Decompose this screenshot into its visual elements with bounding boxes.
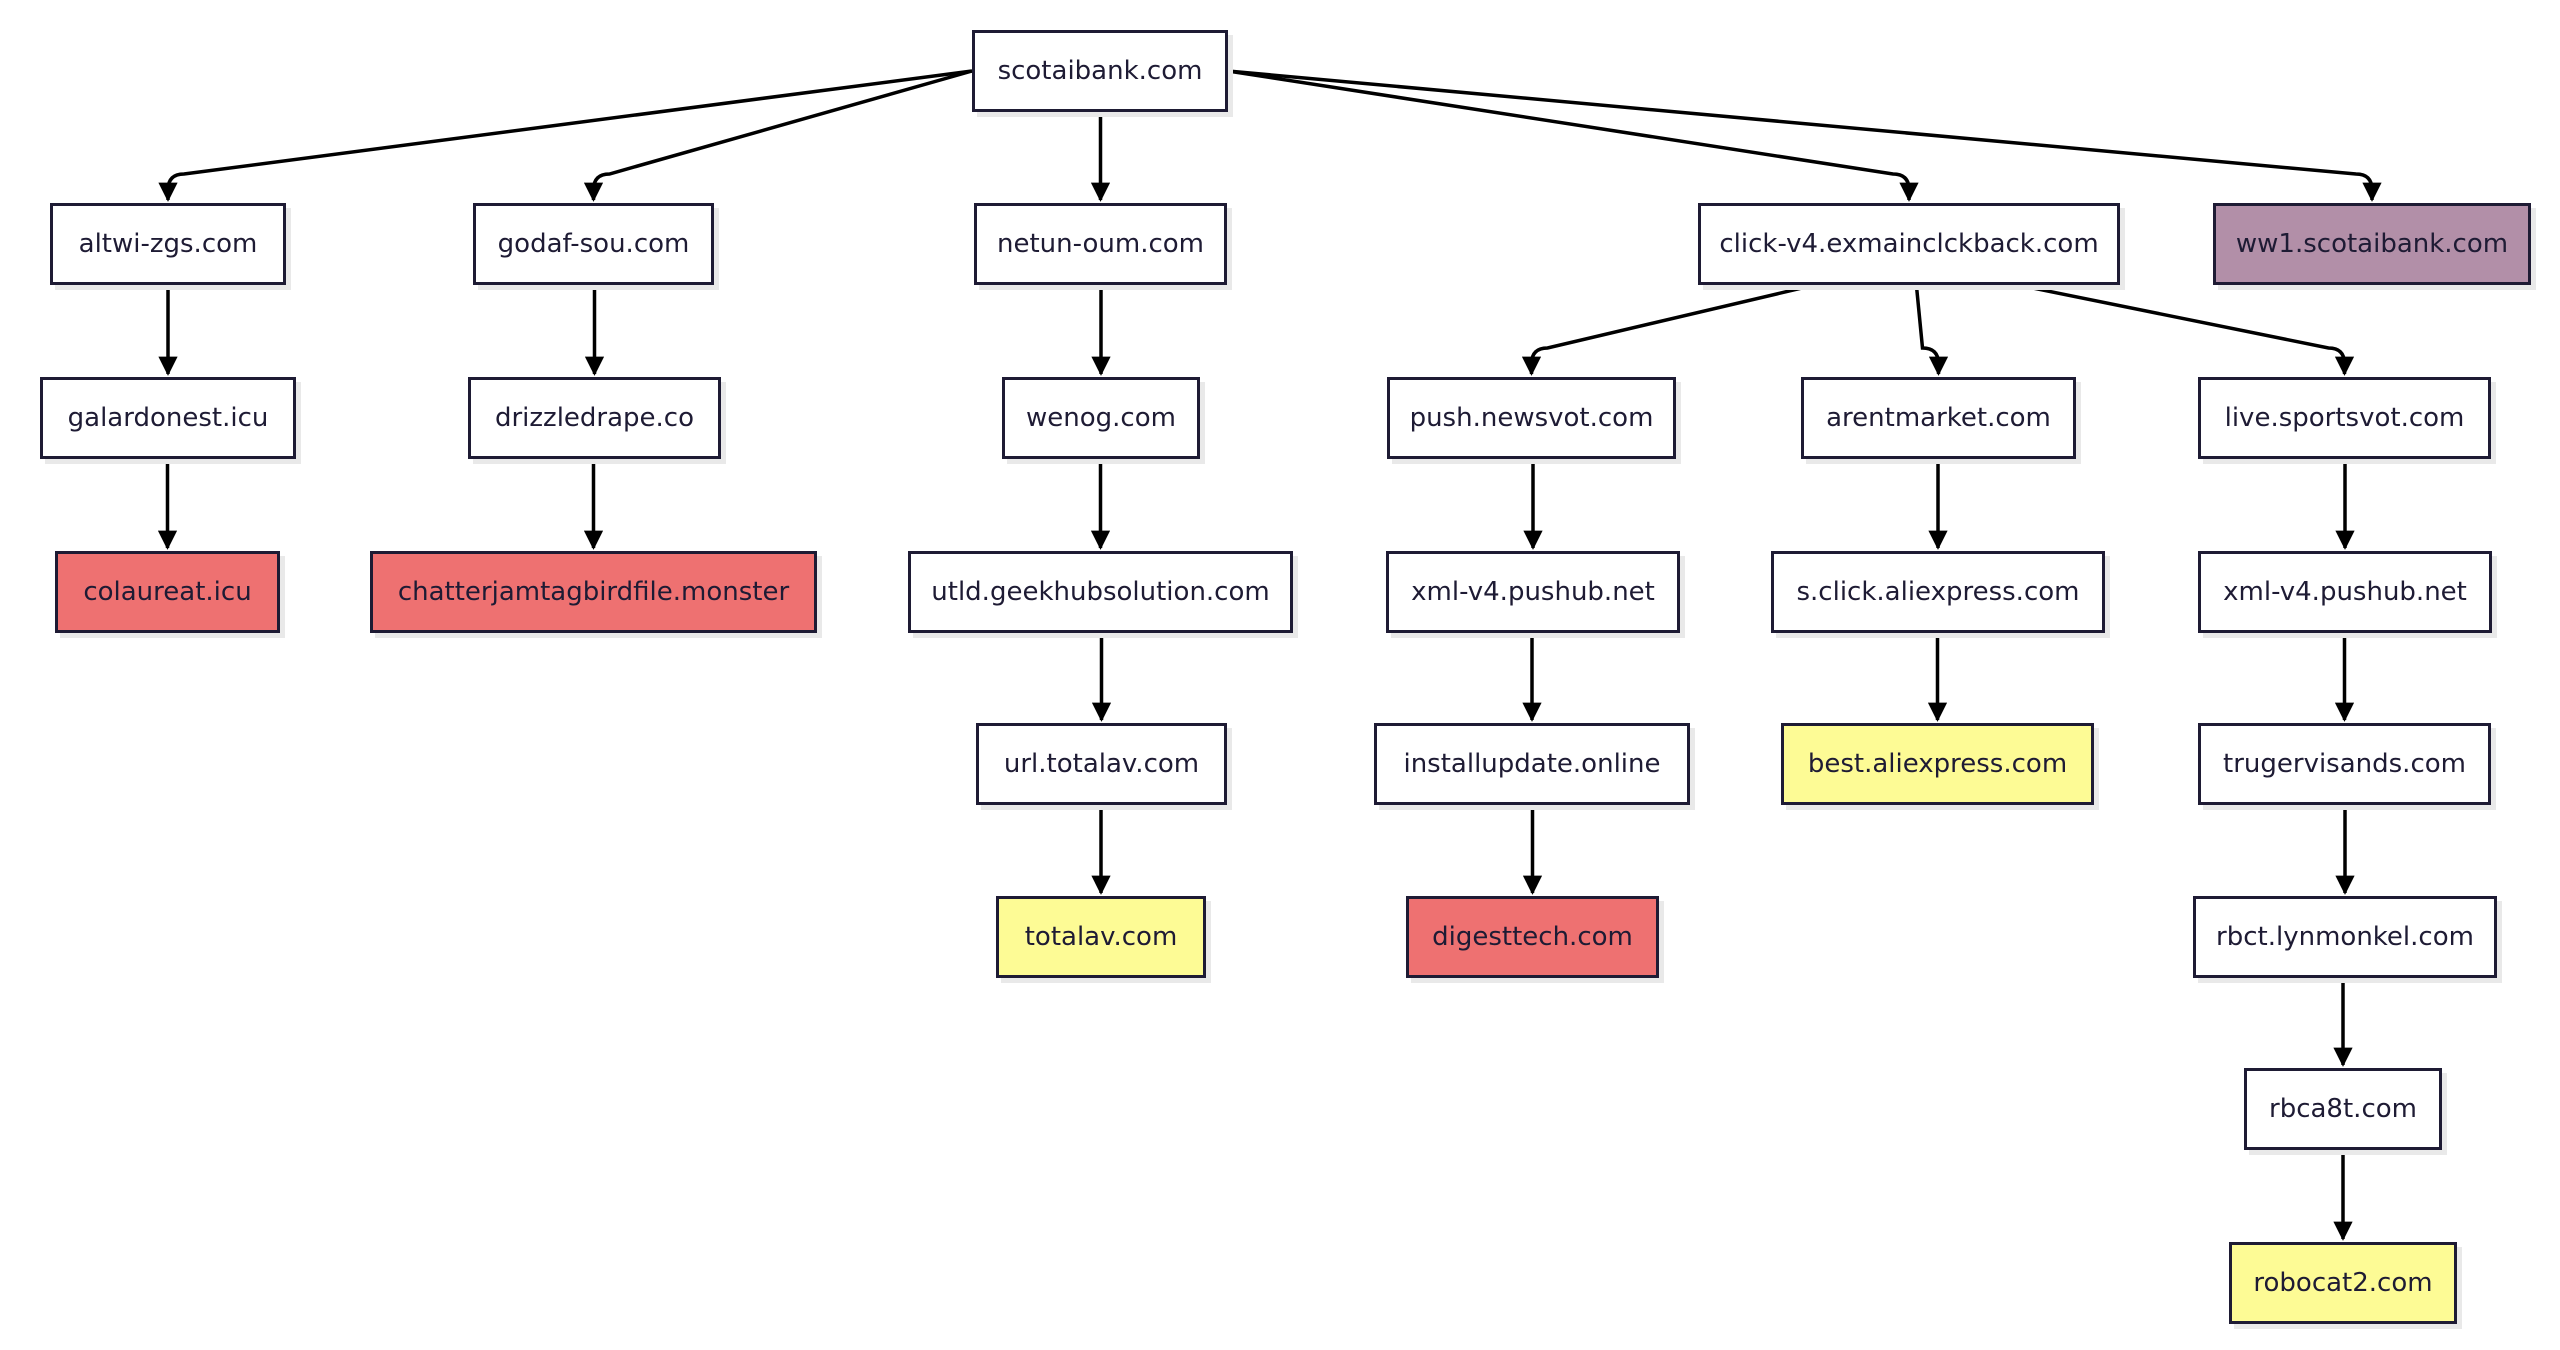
node-xml-pushub-1: xml-v4.pushub.net xyxy=(1386,551,1680,633)
node-best-aliexpress: best.aliexpress.com xyxy=(1781,723,2094,805)
node-installupdate: installupdate.online xyxy=(1374,723,1690,805)
node-colaureat: colaureat.icu xyxy=(55,551,280,633)
edge-click-to-arentmarket xyxy=(1914,284,1949,376)
node-rbca8t: rbca8t.com xyxy=(2244,1068,2442,1150)
node-totalav: totalav.com xyxy=(996,896,1206,978)
node-trugervisands: trugervisands.com xyxy=(2198,723,2491,805)
edge-click-to-pushnewsvot xyxy=(1521,283,1816,376)
node-click-exmainclckback: click-v4.exmainclckback.com xyxy=(1698,203,2120,285)
node-digesttech: digesttech.com xyxy=(1406,896,1659,978)
node-utld-geekhubsolution: utld.geekhubsolution.com xyxy=(908,551,1293,633)
node-altwi-zgs: altwi-zgs.com xyxy=(50,203,286,285)
edge-root-to-godaf xyxy=(583,69,973,202)
edge-root-to-ww1 xyxy=(1227,69,2382,202)
edge-root-to-altwi xyxy=(158,69,973,202)
node-rbct-lynmonkel: rbct.lynmonkel.com xyxy=(2193,896,2497,978)
node-wenog: wenog.com xyxy=(1002,377,1200,459)
node-xml-pushub-2: xml-v4.pushub.net xyxy=(2198,551,2492,633)
node-godaf-sou: godaf-sou.com xyxy=(473,203,714,285)
node-url-totalav: url.totalav.com xyxy=(976,723,1227,805)
node-drizzledrape: drizzledrape.co xyxy=(468,377,721,459)
edge-click-to-livesports xyxy=(2017,283,2355,376)
node-galardonest: galardonest.icu xyxy=(40,377,296,459)
edge-root-to-click xyxy=(1227,69,1919,202)
node-s-click-aliexpress: s.click.aliexpress.com xyxy=(1771,551,2105,633)
node-push-newsvot: push.newsvot.com xyxy=(1387,377,1676,459)
node-netun-oum: netun-oum.com xyxy=(974,203,1227,285)
node-arentmarket: arentmarket.com xyxy=(1801,377,2076,459)
node-robocat2: robocat2.com xyxy=(2229,1242,2457,1324)
node-chatterjamtagbirdfile: chatterjamtagbirdfile.monster xyxy=(370,551,817,633)
node-live-sportsvot: live.sportsvot.com xyxy=(2198,377,2491,459)
node-ww1-scotaibank: ww1.scotaibank.com xyxy=(2213,203,2531,285)
node-scotaibank: scotaibank.com xyxy=(972,30,1228,112)
